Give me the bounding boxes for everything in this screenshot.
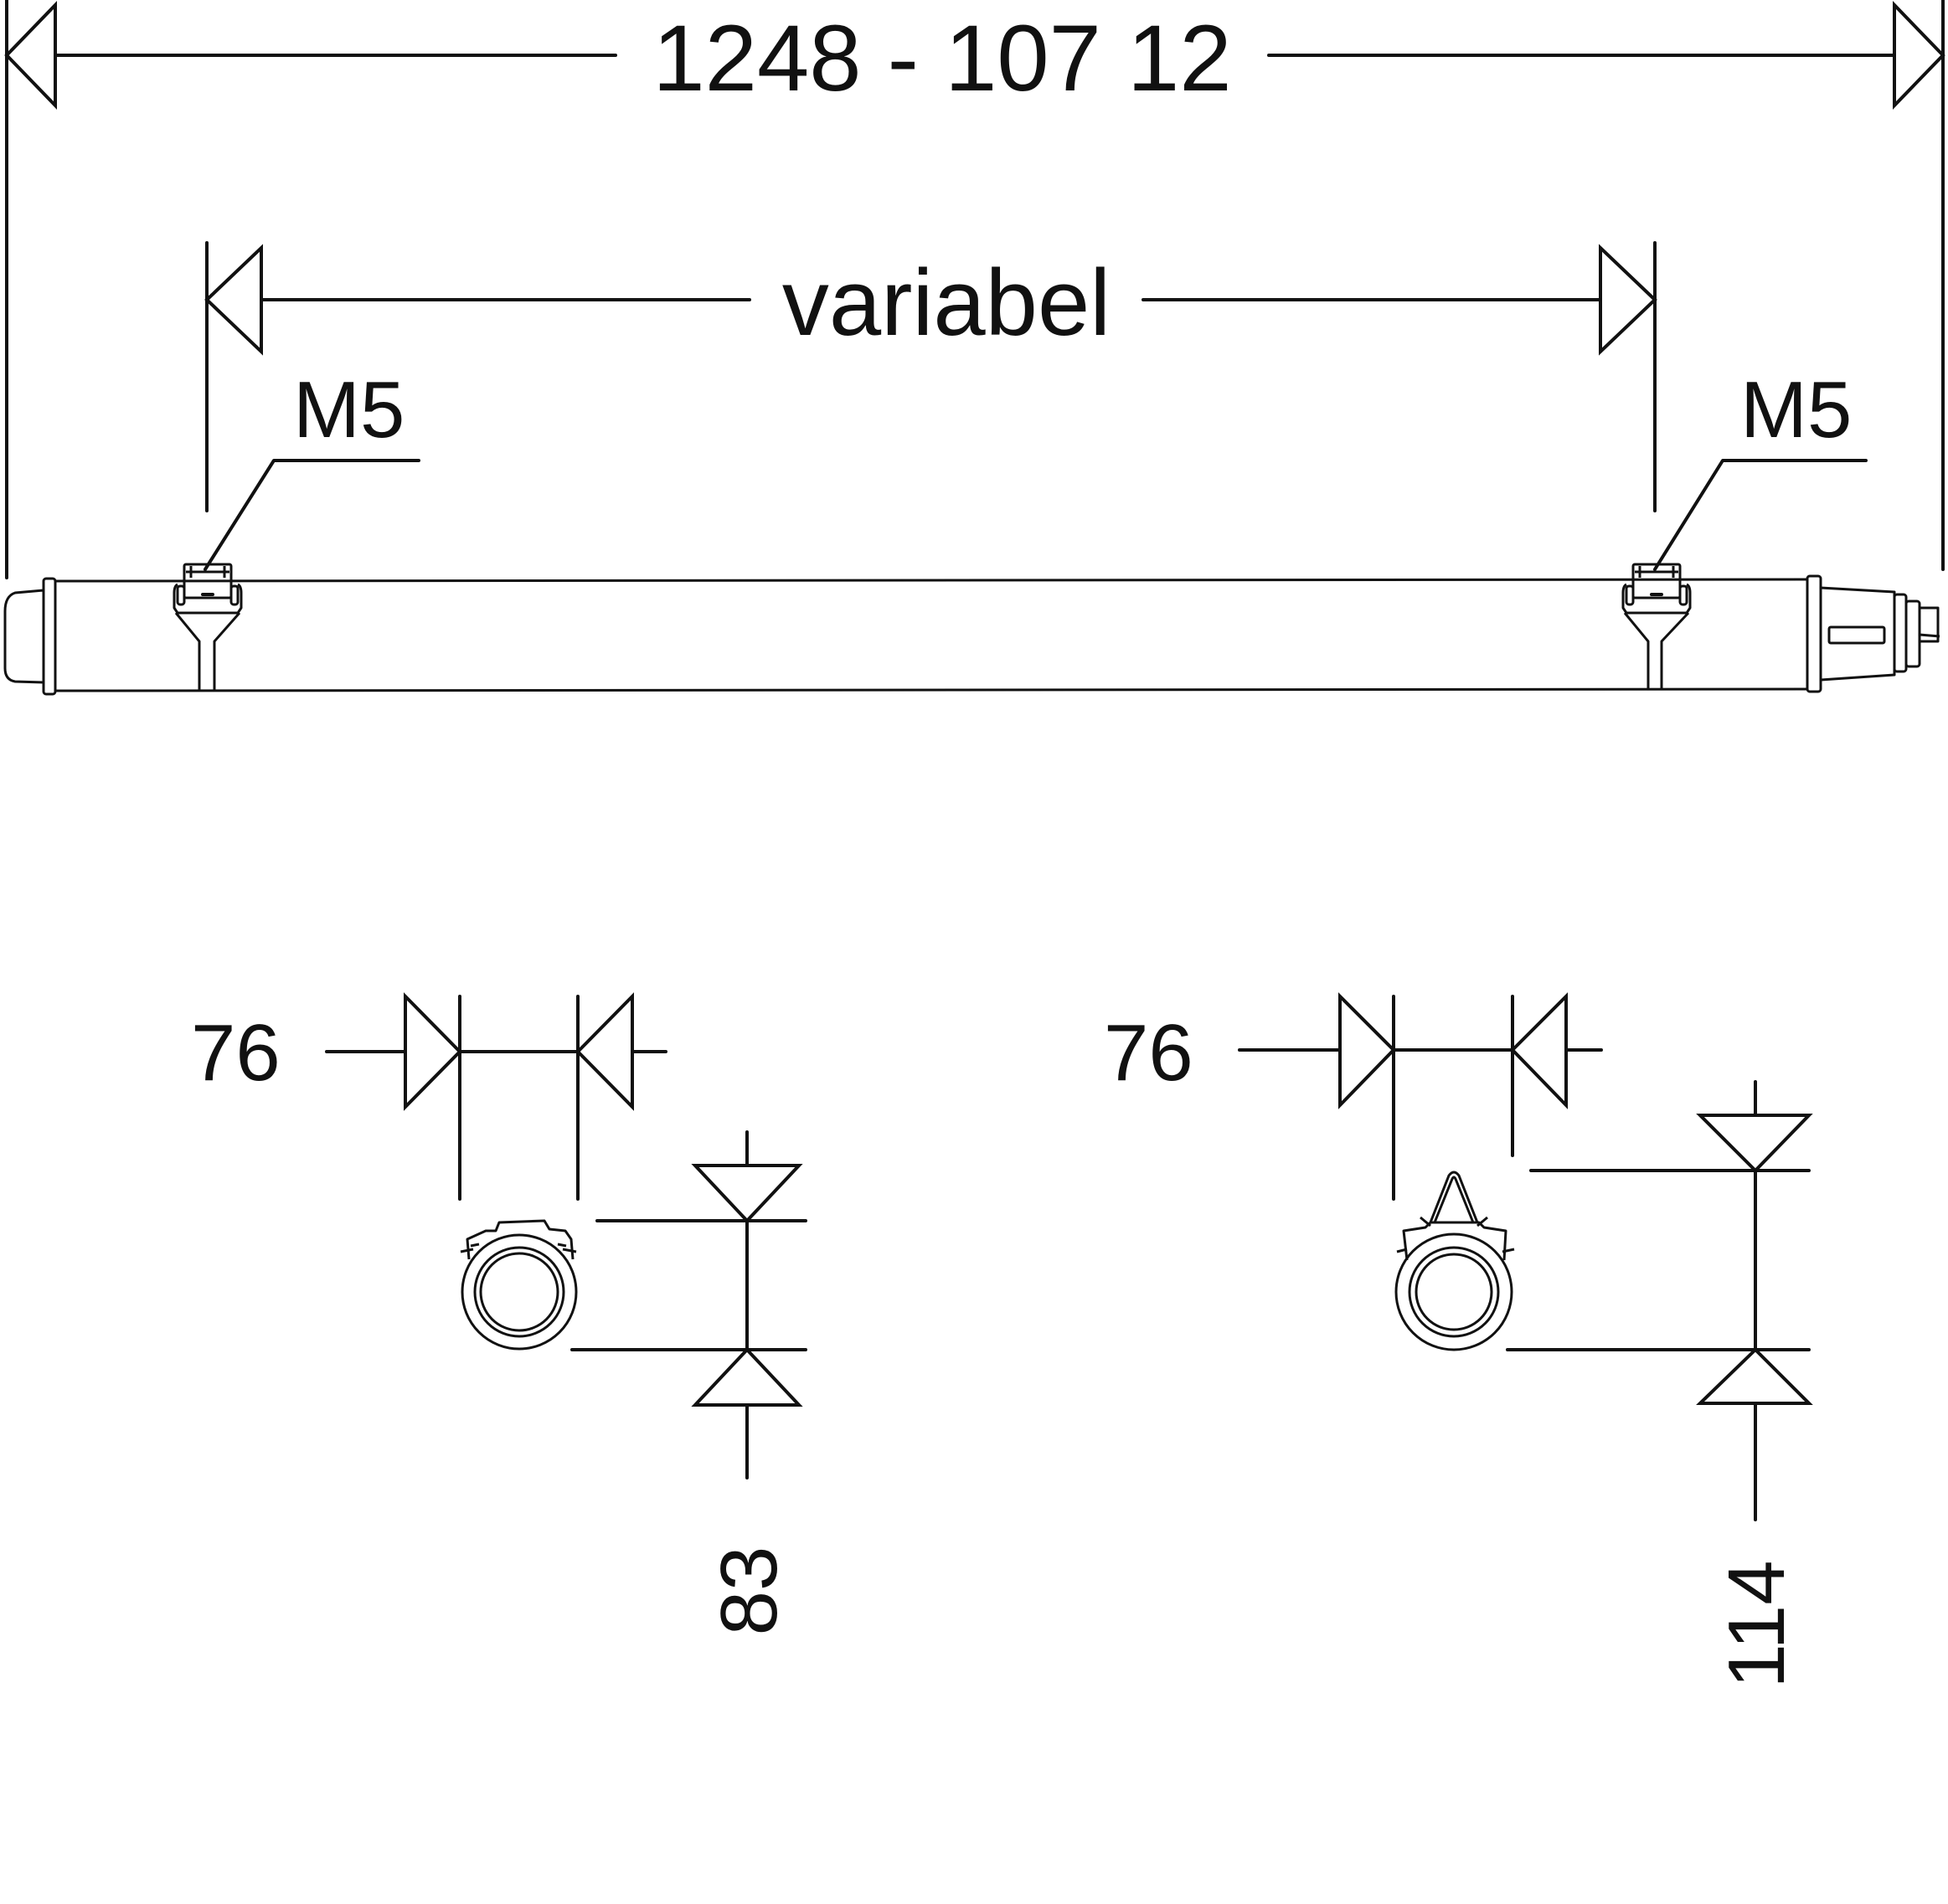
left-flange: [42, 577, 57, 696]
height-dimension-1: 83: [570, 1130, 807, 1636]
mounting-clip-right: [1621, 563, 1692, 690]
arrowhead-mount-left-icon: [204, 244, 263, 356]
section-view-1: 76 83: [191, 992, 807, 1636]
height-label-1: 83: [704, 1546, 794, 1636]
section-view-2: 76 114: [1104, 992, 1813, 1689]
arrowhead-height-1a-icon: [691, 1164, 803, 1223]
arrowhead-width-2a-icon: [1338, 992, 1396, 1109]
leader-line-right: [1653, 459, 1868, 571]
arrowhead-width-2b-icon: [1510, 992, 1568, 1109]
right-end-housing: [1819, 586, 1896, 682]
left-end-cap: [3, 589, 45, 684]
right-end-collar: [1893, 593, 1908, 673]
width-label-2: 76: [1104, 1008, 1193, 1098]
thread-label-right: M5: [1740, 365, 1852, 455]
thread-callout-left: M5: [204, 365, 420, 571]
width-dimension-2: 76: [1104, 992, 1603, 1201]
arrowhead-width-1b-icon: [575, 992, 634, 1111]
overall-length-dimension: 1248 - 107 12: [4, 0, 1945, 579]
cable-gland-icon: [1918, 606, 1940, 643]
tube-top-edge: [54, 578, 1808, 583]
arrowhead-left-icon: [4, 1, 57, 110]
luminaire-side-view: [3, 563, 1940, 696]
arrowhead-height-2a-icon: [1696, 1114, 1813, 1173]
tube-cross-section-1: [460, 1219, 578, 1351]
mount-spacing-dimension: variabel: [204, 241, 1657, 512]
right-end-ring: [1904, 600, 1921, 668]
arrowhead-height-1b-icon: [691, 1347, 803, 1407]
tube-cross-section-2: [1394, 1171, 1515, 1351]
tube-bottom-edge: [54, 687, 1808, 692]
arrowhead-right-icon: [1893, 1, 1945, 110]
width-dimension-1: 76: [191, 992, 667, 1201]
thread-callout-right: M5: [1653, 365, 1868, 571]
height-dimension-2: 114: [1506, 1080, 1813, 1689]
right-end-label-slot: [1827, 625, 1886, 645]
mounting-clip-left: [173, 563, 243, 690]
width-label-1: 76: [191, 1008, 281, 1098]
height-label-2: 114: [1712, 1560, 1801, 1688]
leader-line-left: [204, 459, 420, 571]
arrowhead-width-1a-icon: [404, 992, 462, 1111]
arrowhead-height-2b-icon: [1696, 1347, 1813, 1405]
cable-gland-tab: [1919, 633, 1940, 638]
wire-hanger-icon: [1429, 1171, 1479, 1223]
overall-length-label: 1248 - 107 12: [652, 6, 1231, 111]
arrowhead-mount-right-icon: [1599, 244, 1657, 356]
right-flange: [1806, 574, 1822, 693]
thread-label-left: M5: [293, 365, 405, 455]
mount-spacing-label: variabel: [782, 250, 1111, 355]
